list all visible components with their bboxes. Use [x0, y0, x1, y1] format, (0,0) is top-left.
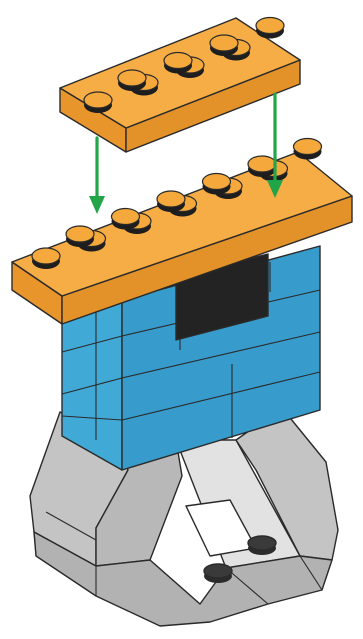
stud: [294, 139, 322, 160]
stud: [210, 35, 238, 56]
stud: [84, 92, 112, 113]
stud: [112, 209, 140, 230]
stud: [203, 174, 231, 195]
arrow-left: [89, 138, 105, 214]
base-stud: [248, 536, 276, 555]
stud: [118, 70, 146, 91]
plate-top: [60, 18, 300, 153]
base-stud: [204, 564, 232, 583]
stud: [164, 53, 192, 74]
arrow-right: [267, 94, 283, 198]
stud: [157, 191, 185, 212]
stud: [32, 248, 60, 269]
stud: [256, 18, 284, 39]
stud: [248, 156, 276, 177]
stud: [66, 226, 94, 247]
arrow-left-head: [89, 196, 105, 214]
